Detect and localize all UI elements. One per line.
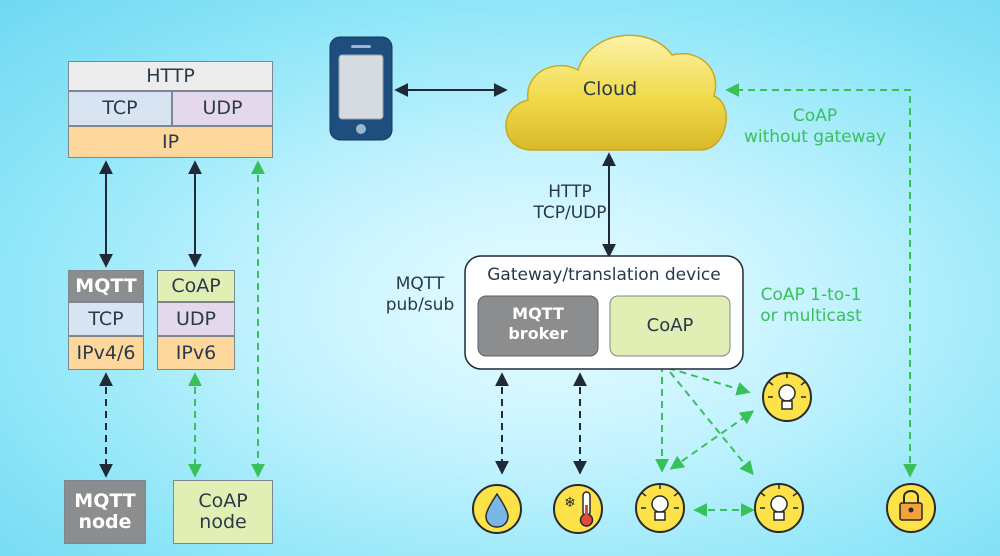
udp-layer: UDP <box>172 91 273 126</box>
lightbulb-icon <box>754 483 804 533</box>
mqtt-tcp-layer: TCP <box>68 302 144 336</box>
lightbulb-icon <box>635 483 685 533</box>
gateway-coap-label: CoAP <box>646 315 694 336</box>
mqtt-broker-label: MQTT broker <box>508 304 568 343</box>
mqtt-ip-layer: IPv4/6 <box>68 336 144 370</box>
gateway-title: Gateway/translation device <box>487 265 721 285</box>
water-drop-icon <box>472 484 522 534</box>
lock-icon <box>886 483 936 533</box>
coap-udp-layer: UDP <box>157 302 235 336</box>
coap-node: CoAP node <box>173 480 273 544</box>
coap-ip-layer: IPv6 <box>157 336 235 370</box>
http-layer: HTTP <box>68 61 273 91</box>
svg-text:❄: ❄ <box>564 495 576 511</box>
coap-layer: CoAP <box>157 270 235 302</box>
coap-multicast-label: CoAP 1-to-1 or multicast <box>760 285 862 327</box>
smartphone-icon <box>329 36 393 141</box>
tcp-layer: TCP <box>68 91 172 126</box>
cloud-shape <box>505 34 727 151</box>
http-tcp-udp-label: HTTP TCP/UDP <box>533 182 607 224</box>
thermometer-icon: ❄ <box>553 484 603 534</box>
mqtt-node: MQTT node <box>64 480 146 544</box>
coap-without-gateway-label: CoAP without gateway <box>743 106 887 148</box>
cloud-label: Cloud <box>582 78 638 100</box>
lightbulb-icon <box>762 372 812 422</box>
mqtt-layer: MQTT <box>68 270 144 302</box>
ip-layer: IP <box>68 126 273 158</box>
mqtt-pubsub-label: MQTT pub/sub <box>385 274 455 316</box>
